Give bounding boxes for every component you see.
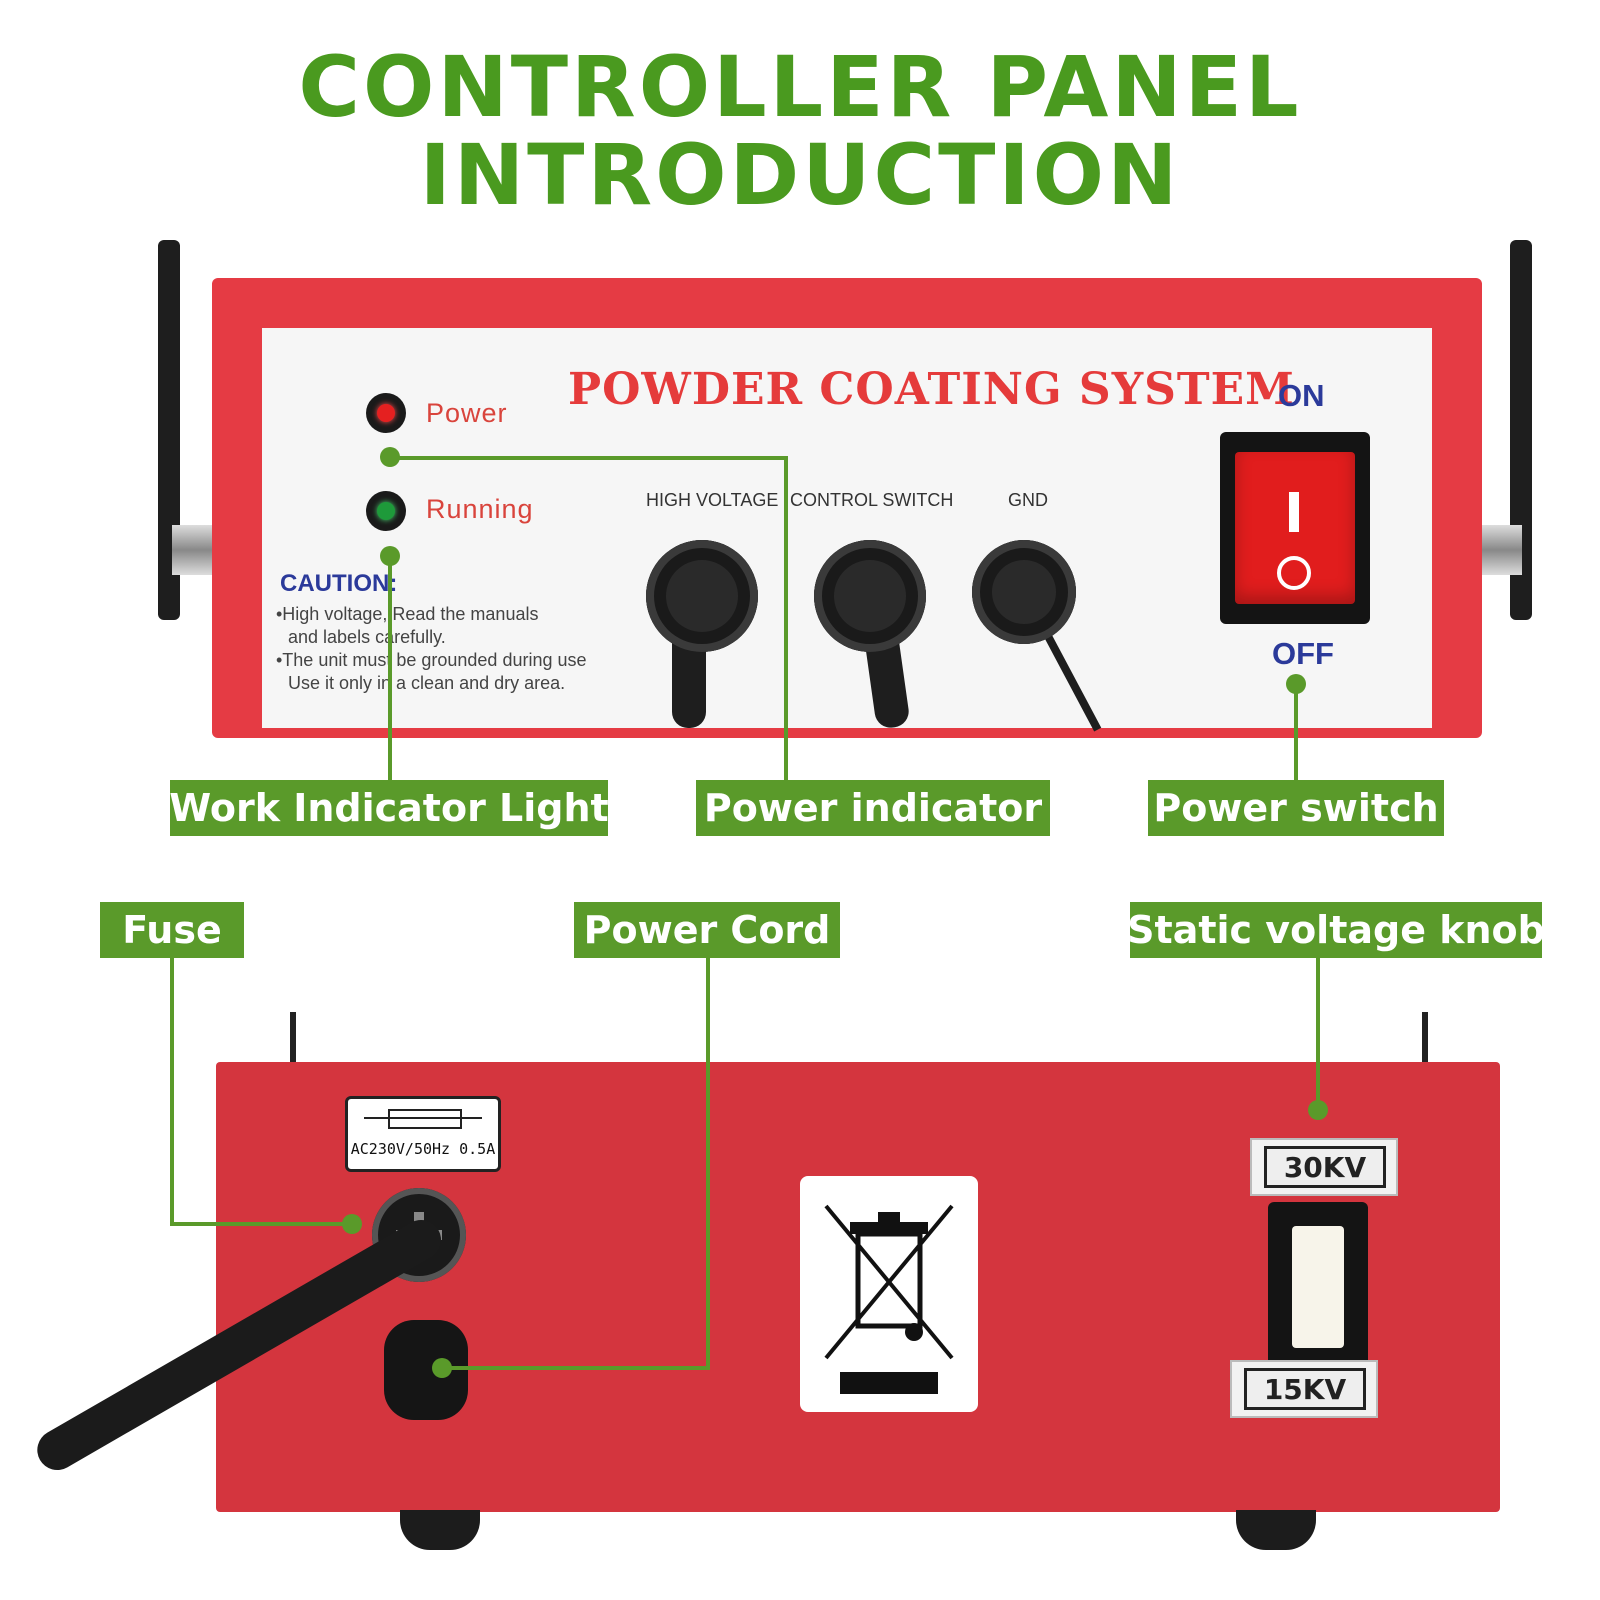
callout-power-indicator: Power indicator	[696, 780, 1050, 836]
kv-high-label: 30KV	[1264, 1146, 1386, 1188]
left-handle-mount	[172, 525, 216, 575]
callout-work-indicator-light: Work Indicator Light	[169, 780, 609, 836]
back-right-handle-stub	[1422, 1012, 1428, 1066]
caution-line-4: Use it only in a clean and dry area.	[288, 673, 566, 693]
fuse-leader-dot	[342, 1214, 362, 1234]
right-foot	[1236, 1510, 1316, 1550]
port-label-high-voltage: HIGH VOLTAGE	[646, 490, 779, 510]
work-indicator-leader-dot	[380, 546, 400, 566]
running-led-icon	[366, 491, 406, 531]
power-rocker-switch[interactable]	[1235, 452, 1355, 604]
right-handle-mount	[1478, 525, 1522, 575]
callout-power-cord: Power Cord	[574, 902, 840, 958]
back-left-handle-stub	[290, 1012, 296, 1066]
gnd-connector[interactable]	[972, 540, 1076, 644]
power-indicator-leader-horizontal	[388, 456, 788, 460]
high-voltage-connector[interactable]	[646, 540, 758, 652]
fuse-symbol-line	[364, 1117, 482, 1119]
callout-fuse: Fuse	[100, 902, 244, 958]
caution-title: CAUTION:	[280, 570, 398, 597]
kv-low-label: 15KV	[1244, 1368, 1366, 1410]
caution-line-1: •High voltage, Read the manuals	[276, 604, 539, 624]
power-cord-leader-vertical	[706, 958, 710, 1368]
power-cord-grommet[interactable]	[384, 1320, 468, 1420]
voltage-knob-leader-dot	[1308, 1100, 1328, 1120]
off-symbol-icon	[1277, 556, 1311, 590]
control-switch-connector[interactable]	[814, 540, 926, 652]
caution-line-3: •The unit must be grounded during use	[276, 650, 587, 670]
fuse-leader-horizontal	[170, 1222, 350, 1226]
power-cord-leader-horizontal	[440, 1366, 710, 1370]
static-voltage-knob[interactable]	[1292, 1226, 1344, 1348]
power-led-icon	[366, 393, 406, 433]
off-label: OFF	[1272, 636, 1334, 671]
power-led-label: Power	[426, 398, 508, 428]
callout-static-voltage-knob: Static voltage knob	[1127, 902, 1545, 958]
port-label-control-switch: CONTROL SWITCH	[790, 490, 954, 510]
weee-label	[800, 1176, 978, 1412]
caution-line-2: and labels carefully.	[288, 627, 446, 647]
port-label-gnd: GND	[1008, 490, 1048, 510]
power-switch-leader-line	[1294, 684, 1298, 786]
running-led-label: Running	[426, 494, 534, 524]
fuse-rating-label	[345, 1096, 501, 1172]
system-title: POWDER COATING SYSTEM	[568, 364, 1295, 415]
power-indicator-leader-vertical	[784, 456, 788, 786]
on-label: ON	[1278, 378, 1325, 413]
power-cord-leader-dot	[432, 1358, 452, 1378]
callout-power-switch: Power switch	[1148, 780, 1444, 836]
on-symbol-icon	[1289, 492, 1299, 532]
work-indicator-leader-line	[388, 556, 392, 786]
left-foot	[400, 1510, 480, 1550]
fuse-leader-vertical	[170, 958, 174, 1224]
crossed-out-bin-icon	[824, 1204, 954, 1394]
voltage-knob-leader-line	[1316, 958, 1320, 1108]
fuse-symbol-icon	[388, 1109, 462, 1129]
fuse-rating-text: AC230V/50Hz 0.5A	[350, 1140, 496, 1158]
title-line-2: INTRODUCTION	[419, 126, 1181, 224]
power-indicator-leader-dot	[380, 447, 400, 467]
power-switch-leader-dot	[1286, 674, 1306, 694]
title-line-1: CONTROLLER PANEL	[298, 38, 1302, 136]
